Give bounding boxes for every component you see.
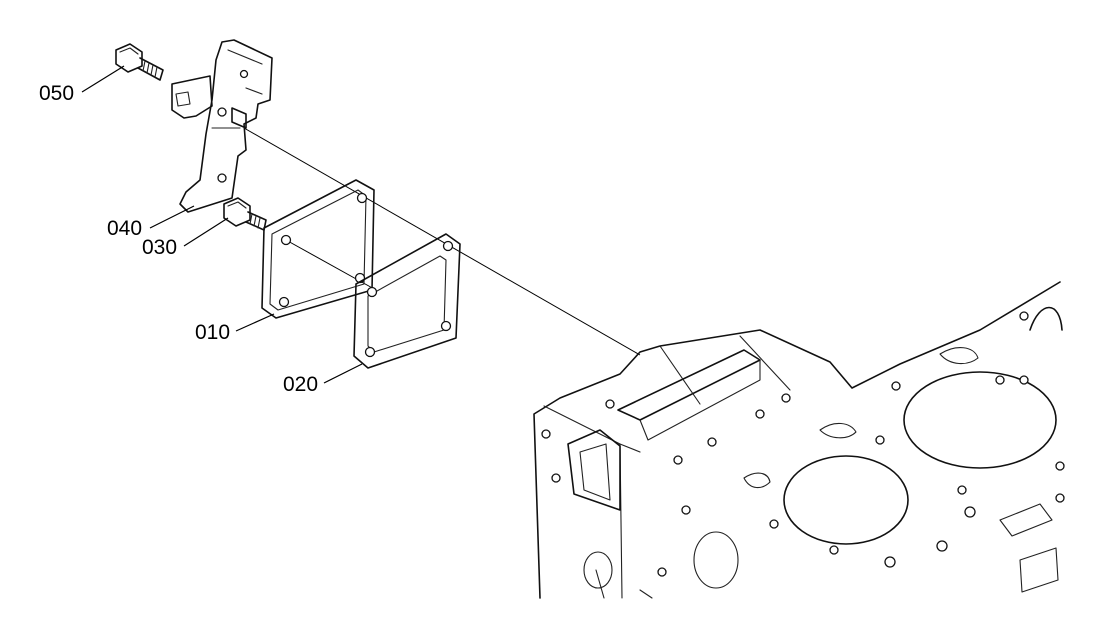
- callout-040: 040: [107, 217, 142, 240]
- gasket-020: [353, 233, 461, 369]
- bracket-040: [171, 39, 273, 213]
- callout-labels: 050 040 030 010 020: [39, 82, 318, 396]
- callout-050: 050: [39, 82, 74, 105]
- cover-plate-010: [261, 179, 375, 319]
- callout-010: 010: [195, 321, 230, 344]
- callout-020: 020: [283, 373, 318, 396]
- assembly-axis-lines: [243, 127, 641, 356]
- callout-030: 030: [142, 236, 177, 259]
- leader-lines: [81, 65, 363, 384]
- engine-block: [533, 281, 1065, 599]
- bolt-030: [223, 197, 267, 231]
- bolt-050: [115, 43, 164, 81]
